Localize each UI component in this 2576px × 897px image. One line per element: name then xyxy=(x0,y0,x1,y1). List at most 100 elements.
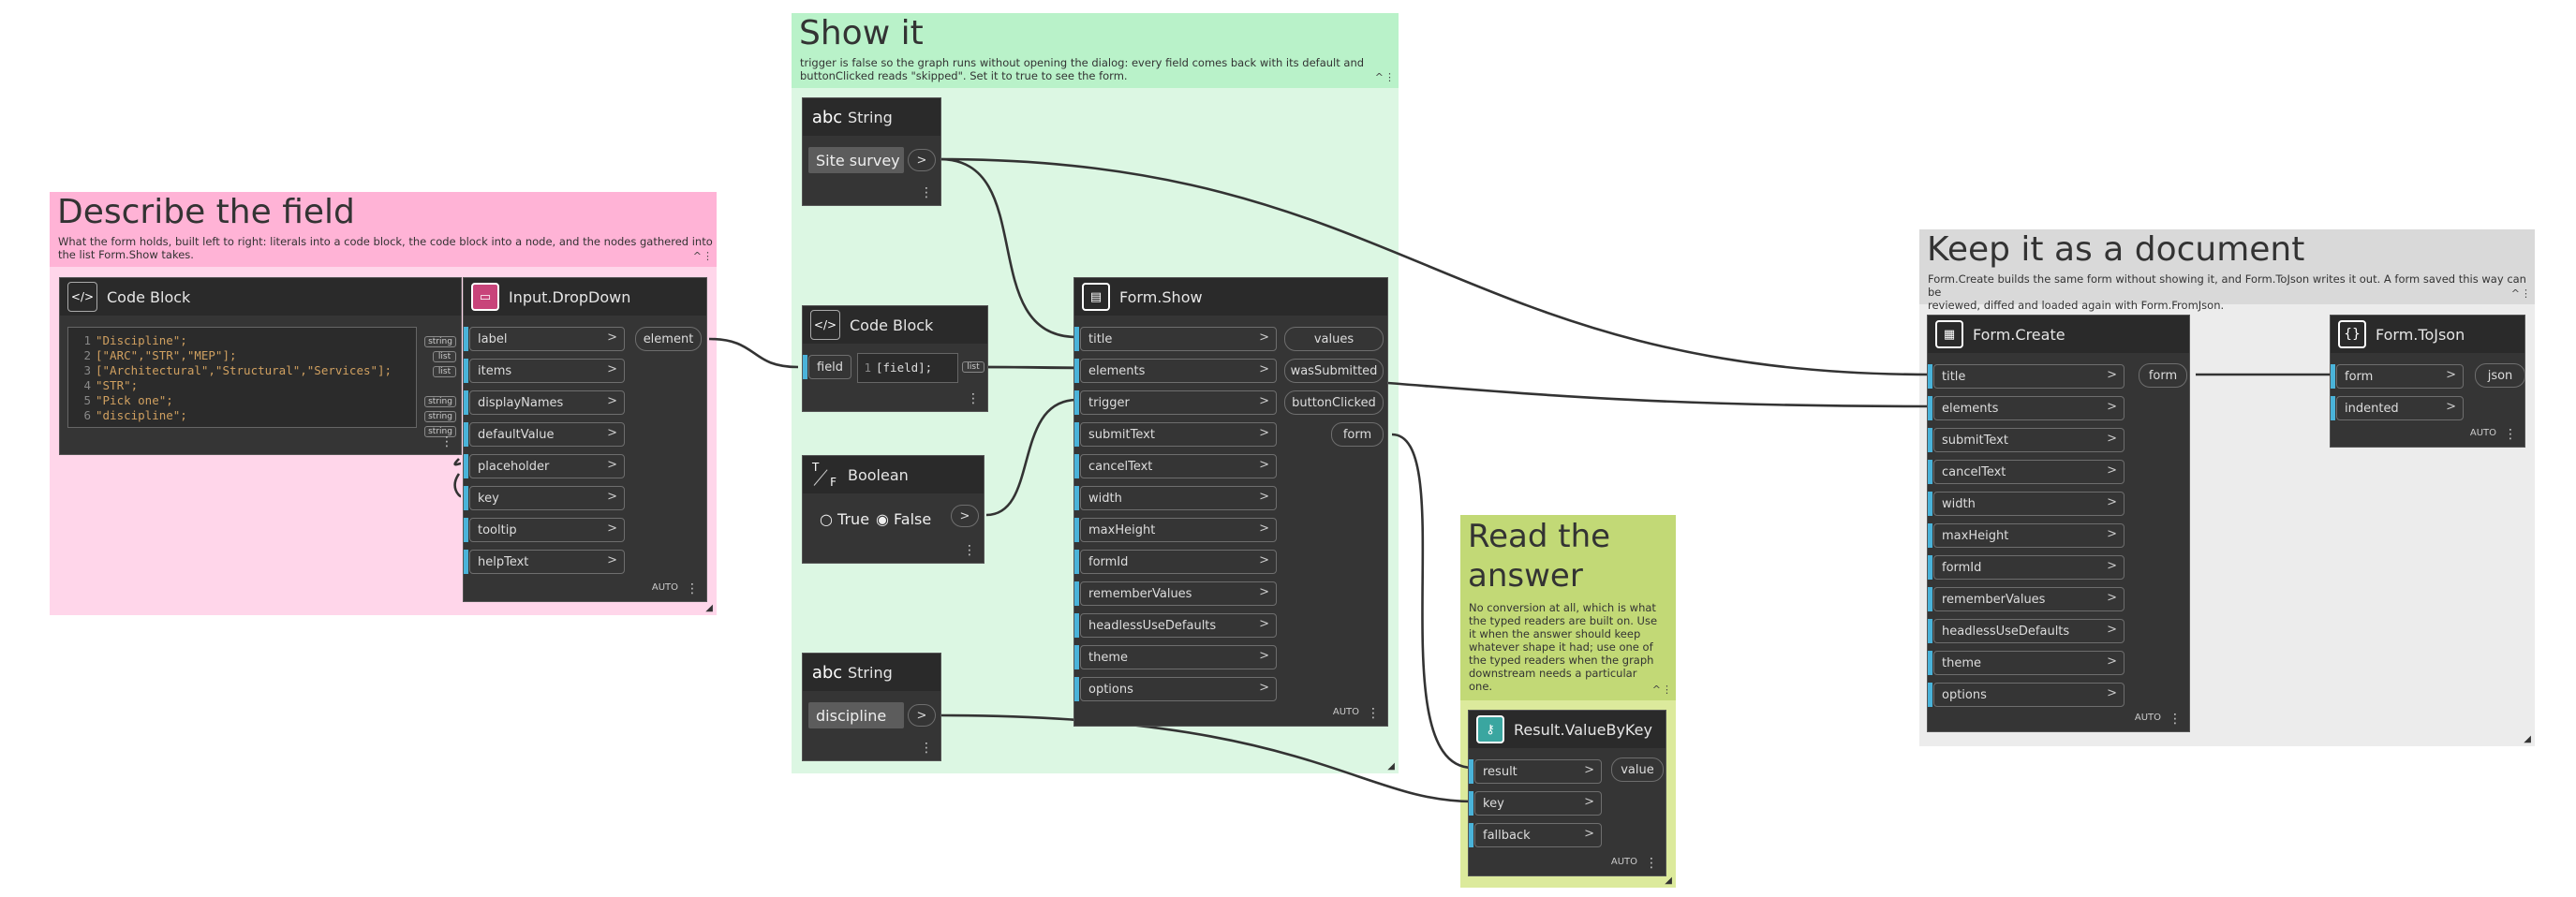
output-port-string[interactable]: > xyxy=(908,704,936,727)
input-port-marker xyxy=(464,486,468,510)
output-port-element[interactable]: element xyxy=(635,327,702,351)
collapse-icon[interactable]: ^ xyxy=(692,250,702,262)
node-input-dropdown[interactable]: ▭ Input.DropDown label>items>displayName… xyxy=(463,277,707,602)
menu-icon[interactable]: ⋮ xyxy=(1662,684,1672,696)
node-form-show[interactable]: ▤ Form.Show title>elements>trigger>submi… xyxy=(1073,277,1388,727)
input-port-field[interactable]: field xyxy=(808,355,851,379)
input-port[interactable]: cancelText> xyxy=(1080,454,1277,478)
chevron-right-icon: > xyxy=(1259,331,1269,345)
node-form-to-json[interactable]: {} Form.ToJson form>indented> json AUTO … xyxy=(2330,315,2525,448)
input-port[interactable]: title> xyxy=(1933,364,2124,389)
input-port[interactable]: formId> xyxy=(1080,550,1277,574)
menu-icon[interactable]: ⋮ xyxy=(920,741,933,756)
radio-false[interactable]: ◉ False xyxy=(876,510,932,528)
input-port[interactable]: formId> xyxy=(1933,555,2124,580)
input-port[interactable]: key> xyxy=(1474,791,1602,816)
resize-handle-icon[interactable]: ◢ xyxy=(1387,761,1395,772)
input-port-marker xyxy=(464,550,468,574)
input-port[interactable]: key> xyxy=(469,486,625,510)
input-port[interactable]: headlessUseDefaults> xyxy=(1933,619,2124,643)
node-string-title[interactable]: abc String Site survey > ⋮ xyxy=(802,97,941,206)
output-port[interactable]: buttonClicked xyxy=(1284,390,1384,415)
code-editor[interactable]: 1"Discipline"; 2["ARC","STR","MEP"]; 3["… xyxy=(67,327,417,428)
menu-icon[interactable]: ⋮ xyxy=(1384,71,1395,83)
input-port[interactable]: maxHeight> xyxy=(1933,523,2124,548)
menu-icon[interactable]: ⋮ xyxy=(2169,712,2182,727)
input-port[interactable]: theme> xyxy=(1080,645,1277,669)
run-mode-label: AUTO xyxy=(1610,857,1637,867)
node-string-key[interactable]: abc String discipline > ⋮ xyxy=(802,653,941,761)
input-port[interactable]: placeholder> xyxy=(469,454,625,478)
output-type-tag[interactable]: list xyxy=(433,351,456,362)
output-type-tag[interactable]: list xyxy=(433,366,456,377)
input-port[interactable]: width> xyxy=(1080,486,1277,510)
output-port[interactable]: wasSubmitted xyxy=(1284,359,1384,383)
input-port[interactable]: width> xyxy=(1933,492,2124,516)
node-result-value-by-key[interactable]: ⚷ Result.ValueByKey result>key>fallback>… xyxy=(1468,710,1666,876)
output-type-tag[interactable]: string xyxy=(424,336,456,347)
input-port[interactable]: displayNames> xyxy=(469,390,625,415)
node-boolean-trigger[interactable]: T F Boolean ○ True ◉ False > ⋮ xyxy=(802,455,985,564)
resize-handle-icon[interactable]: ◢ xyxy=(705,603,713,613)
menu-icon[interactable]: ⋮ xyxy=(967,391,980,406)
collapse-icon[interactable]: ^ xyxy=(1651,684,1661,696)
output-type-tag[interactable]: string xyxy=(424,411,456,422)
input-port[interactable]: fallback> xyxy=(1474,823,1602,847)
menu-icon[interactable]: ⋮ xyxy=(686,581,699,596)
input-port[interactable]: submitText> xyxy=(1933,428,2124,452)
input-port[interactable]: elements> xyxy=(1080,359,1277,383)
output-type-tag[interactable]: string xyxy=(424,426,456,437)
input-port[interactable]: trigger> xyxy=(1080,390,1277,415)
output-port-boolean[interactable]: > xyxy=(951,505,979,527)
menu-icon[interactable]: ⋮ xyxy=(440,434,453,449)
input-port[interactable]: submitText> xyxy=(1080,422,1277,447)
menu-icon[interactable]: ⋮ xyxy=(2504,427,2517,442)
input-port-label: elements xyxy=(1088,363,1146,378)
radio-true[interactable]: ○ True xyxy=(820,510,870,528)
menu-icon[interactable]: ⋮ xyxy=(1367,706,1380,721)
output-port-value[interactable]: value xyxy=(1611,757,1664,782)
input-port[interactable]: form> xyxy=(2336,364,2464,389)
input-port[interactable]: helpText> xyxy=(469,550,625,574)
input-port[interactable]: cancelText> xyxy=(1933,460,2124,484)
input-port[interactable]: options> xyxy=(1080,677,1277,701)
form-icon: ▦ xyxy=(1935,320,1963,348)
input-port[interactable]: elements> xyxy=(1933,396,2124,420)
input-port[interactable]: label> xyxy=(469,327,625,351)
input-port[interactable]: indented> xyxy=(2336,396,2464,420)
menu-icon[interactable]: ⋮ xyxy=(963,543,976,558)
menu-icon[interactable]: ⋮ xyxy=(920,185,933,200)
node-title: Form.ToJson xyxy=(2376,325,2465,344)
output-port[interactable]: form xyxy=(1331,422,1384,447)
input-port[interactable]: maxHeight> xyxy=(1080,518,1277,542)
menu-icon[interactable]: ⋮ xyxy=(703,250,713,262)
input-port[interactable]: theme> xyxy=(1933,651,2124,675)
output-port-form[interactable]: form xyxy=(2139,363,2187,388)
output-port[interactable]: values xyxy=(1284,327,1384,351)
input-port[interactable]: items> xyxy=(469,359,625,383)
string-value-field[interactable]: Site survey xyxy=(808,147,904,173)
node-form-create[interactable]: ▦ Form.Create title>elements>submitText>… xyxy=(1927,315,2190,732)
input-port[interactable]: options> xyxy=(1933,683,2124,707)
collapse-icon[interactable]: ^ xyxy=(2510,287,2520,300)
input-port[interactable]: title> xyxy=(1080,327,1277,351)
resize-handle-icon[interactable]: ◢ xyxy=(1665,875,1672,886)
menu-icon[interactable]: ⋮ xyxy=(2521,287,2531,300)
input-port[interactable]: headlessUseDefaults> xyxy=(1080,613,1277,638)
output-type-tag[interactable]: list xyxy=(962,361,985,373)
node-code-block-list[interactable]: </> Code Block field 1[field]; list ⋮ xyxy=(802,305,988,412)
string-value-field[interactable]: discipline xyxy=(808,702,904,728)
input-port[interactable]: rememberValues> xyxy=(1080,581,1277,606)
input-port[interactable]: tooltip> xyxy=(469,518,625,542)
collapse-icon[interactable]: ^ xyxy=(1374,71,1384,83)
output-port-json[interactable]: json xyxy=(2475,363,2525,388)
menu-icon[interactable]: ⋮ xyxy=(1645,856,1658,871)
code-editor[interactable]: 1[field]; xyxy=(857,353,958,383)
input-port[interactable]: defaultValue> xyxy=(469,422,625,447)
node-code-block[interactable]: </> Code Block 1"Discipline"; 2["ARC","S… xyxy=(59,277,462,455)
output-port-string[interactable]: > xyxy=(908,149,936,171)
resize-handle-icon[interactable]: ◢ xyxy=(2524,734,2531,744)
input-port[interactable]: rememberValues> xyxy=(1933,587,2124,611)
input-port[interactable]: result> xyxy=(1474,759,1602,784)
output-type-tag[interactable]: string xyxy=(424,396,456,407)
